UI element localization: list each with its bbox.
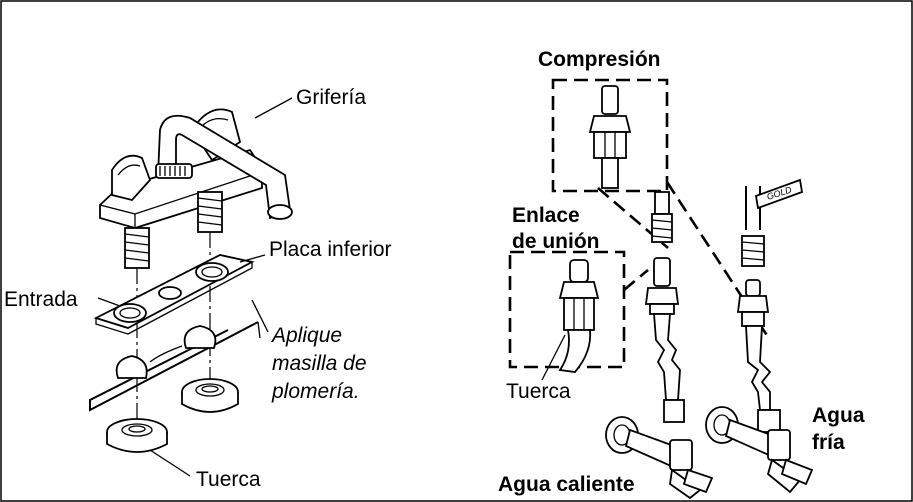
label-entrada: Entrada xyxy=(4,288,78,311)
label-placa-inferior: Placa inferior xyxy=(269,238,392,261)
label-griferia: Grifería xyxy=(296,86,366,109)
tuerca-right-leader xyxy=(541,334,566,381)
compression-detail-box xyxy=(551,78,669,193)
tuerca-left-leader xyxy=(149,449,191,477)
entrada-leader xyxy=(97,297,121,307)
label-aplique-line1: Aplique xyxy=(270,324,342,347)
label-tuerca-left: Tuerca xyxy=(196,468,261,491)
aplique-leader xyxy=(251,299,269,333)
cold-valve xyxy=(705,406,814,494)
label-agua-fria-line1: Agua xyxy=(812,404,865,427)
left-nut xyxy=(106,418,168,453)
compression-fitting xyxy=(588,85,632,189)
label-agua-fria-line2: fría xyxy=(812,431,845,454)
label-aplique-line3: plomería. xyxy=(271,380,360,403)
label-enlace-line2: de unión xyxy=(512,230,600,253)
label-aplique-line2: masilla de xyxy=(272,352,367,375)
label-agua-caliente: Agua caliente xyxy=(498,473,635,496)
right-nut xyxy=(181,378,239,413)
union-connector xyxy=(623,269,649,291)
cold-water-line: GOLD xyxy=(736,178,804,433)
union-fitting xyxy=(558,259,600,373)
countertop-edge xyxy=(89,321,259,412)
bottom-plate xyxy=(93,254,255,335)
right-hole-cutout xyxy=(183,325,217,349)
label-compresion: Compresión xyxy=(538,48,661,71)
hot-valve xyxy=(605,416,714,500)
griferia-leader xyxy=(254,97,293,119)
label-tuerca-right: Tuerca xyxy=(506,380,571,403)
label-enlace-line1: Enlace xyxy=(512,204,580,227)
hot-water-line xyxy=(644,191,685,423)
placa-leader xyxy=(239,254,266,263)
left-hole-cutout xyxy=(115,355,148,379)
faucet-assembly xyxy=(99,108,293,269)
